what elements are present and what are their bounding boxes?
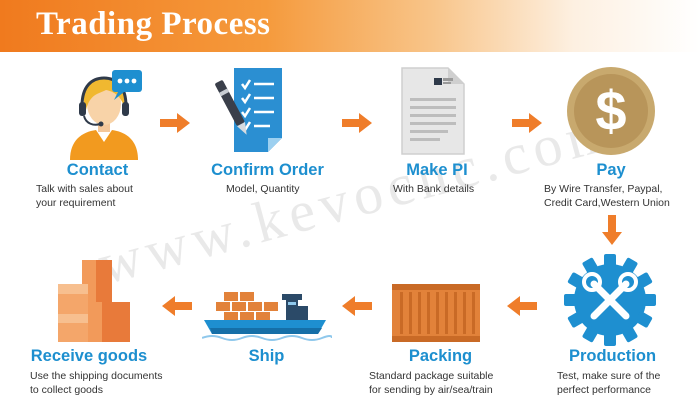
arrow-left-icon bbox=[507, 296, 537, 316]
header-banner: Trading Process bbox=[0, 0, 700, 52]
arrow-right-icon bbox=[512, 113, 542, 133]
step-desc-packing: Standard package suitable for sending by… bbox=[369, 370, 494, 396]
step-label-make-pi: Make PI bbox=[406, 161, 468, 179]
cargo-ship-icon bbox=[202, 292, 332, 341]
arrow-left-icon bbox=[162, 296, 192, 316]
step-desc-make-pi: With Bank details bbox=[393, 183, 475, 195]
step-label-receive-goods: Receive goods bbox=[30, 347, 148, 365]
arrow-right-icon bbox=[342, 113, 372, 133]
step-label-packing: Packing bbox=[408, 347, 473, 365]
support-agent-icon bbox=[70, 70, 142, 160]
arrow-right-icon bbox=[160, 113, 190, 133]
step-desc-receive-goods: Use the shipping documents to collect go… bbox=[30, 370, 163, 396]
step-label-pay: Pay bbox=[596, 161, 626, 179]
step-desc-pay: By Wire Transfer, Paypal, Credit Card,We… bbox=[544, 183, 670, 209]
arrow-left-icon bbox=[342, 296, 372, 316]
step-desc-production: Test, make sure of the perfect performan… bbox=[557, 370, 661, 396]
arrow-down-icon bbox=[602, 215, 622, 245]
page-title: Trading Process bbox=[36, 6, 271, 42]
svg-text:$: $ bbox=[595, 79, 626, 142]
document-icon bbox=[401, 67, 465, 155]
step-label-ship: Ship bbox=[248, 347, 285, 365]
gear-tools-icon bbox=[564, 254, 656, 346]
step-desc-contact: Talk with sales about your requirement bbox=[36, 183, 133, 209]
step-desc-confirm-order: Model, Quantity bbox=[226, 183, 300, 195]
dollar-coin-icon: $ bbox=[567, 67, 655, 155]
checklist-pen-icon bbox=[215, 68, 282, 152]
step-label-production: Production bbox=[568, 347, 657, 365]
boxes-icon bbox=[58, 260, 130, 342]
shipping-container-icon bbox=[392, 284, 480, 342]
step-label-confirm-order: Confirm Order bbox=[211, 161, 324, 179]
step-label-contact: Contact bbox=[66, 161, 129, 179]
